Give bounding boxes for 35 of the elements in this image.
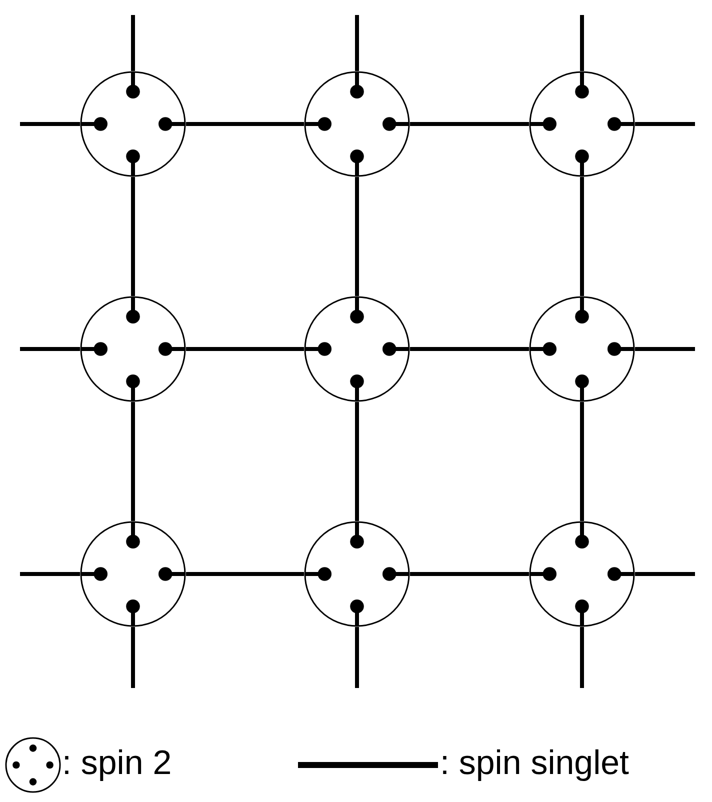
singlet-line — [635, 572, 695, 576]
spin-2-site — [304, 296, 410, 402]
singlet-line — [580, 402, 584, 521]
singlet-line — [580, 177, 584, 296]
singlet-line — [410, 572, 529, 576]
spin-2-site — [529, 521, 635, 627]
singlet-line — [20, 572, 80, 576]
singlet-line — [580, 15, 584, 71]
singlet-line — [580, 627, 584, 688]
singlet-line — [131, 627, 135, 688]
singlet-line — [131, 15, 135, 71]
spin-2-site — [304, 521, 410, 627]
spin-2-site — [80, 71, 186, 177]
singlet-line — [410, 122, 529, 126]
singlet-line — [410, 347, 529, 351]
singlet-line — [186, 572, 304, 576]
spin-2-site — [80, 521, 186, 627]
legend-label: : spin 2 — [62, 743, 172, 783]
singlet-line — [20, 122, 80, 126]
singlet-line — [355, 402, 359, 521]
spin-2-site — [80, 296, 186, 402]
singlet-line — [131, 402, 135, 521]
singlet-line — [355, 627, 359, 688]
singlet-line — [131, 177, 135, 296]
singlet-line — [355, 15, 359, 71]
singlet-line — [635, 122, 695, 126]
legend-label: : spin singlet — [440, 743, 629, 783]
singlet-line — [355, 177, 359, 296]
singlet-line — [635, 347, 695, 351]
singlet-line — [186, 122, 304, 126]
singlet-line — [186, 347, 304, 351]
spin-2-site — [529, 71, 635, 177]
spin-2-site — [529, 296, 635, 402]
spin-2-site — [304, 71, 410, 177]
singlet-line — [20, 347, 80, 351]
